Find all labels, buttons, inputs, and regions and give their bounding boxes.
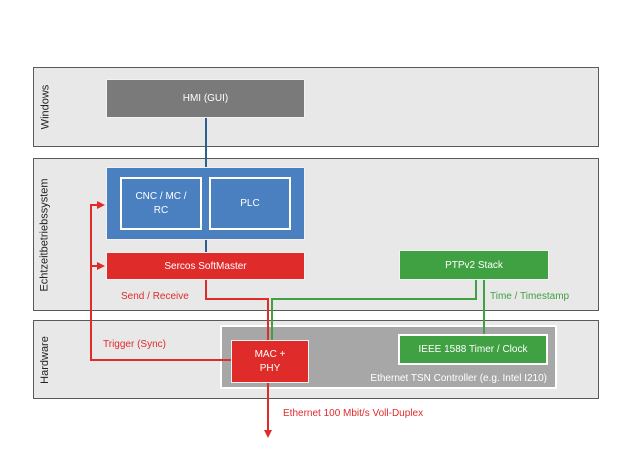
timestamp-line bbox=[271, 280, 477, 340]
send-receive-label: Send / Receive bbox=[121, 291, 189, 302]
timestamp-label: Time / Timestamp bbox=[490, 291, 570, 302]
plc-box: PLC bbox=[209, 177, 291, 230]
cnc-box: CNC / MC / RC bbox=[120, 177, 202, 230]
ethernet-label: Ethernet 100 Mbit/s Voll-Duplex bbox=[283, 408, 424, 419]
trigger-label: Trigger (Sync) bbox=[103, 339, 166, 350]
trigger-line bbox=[90, 201, 231, 361]
ieee1588-timer-box: IEEE 1588 Timer / Clock bbox=[398, 334, 548, 365]
ptpv2-stack-box: PTPv2 Stack bbox=[399, 250, 549, 280]
send-receive-line bbox=[205, 280, 269, 340]
sercos-softmaster-box: Sercos SoftMaster bbox=[106, 252, 305, 280]
hmi-box: HMI (GUI) bbox=[106, 79, 305, 118]
ethernet-controller-label: Ethernet TSN Controller (e.g. Intel I210… bbox=[370, 373, 547, 384]
mac-phy-box: MAC + PHY bbox=[231, 340, 309, 383]
